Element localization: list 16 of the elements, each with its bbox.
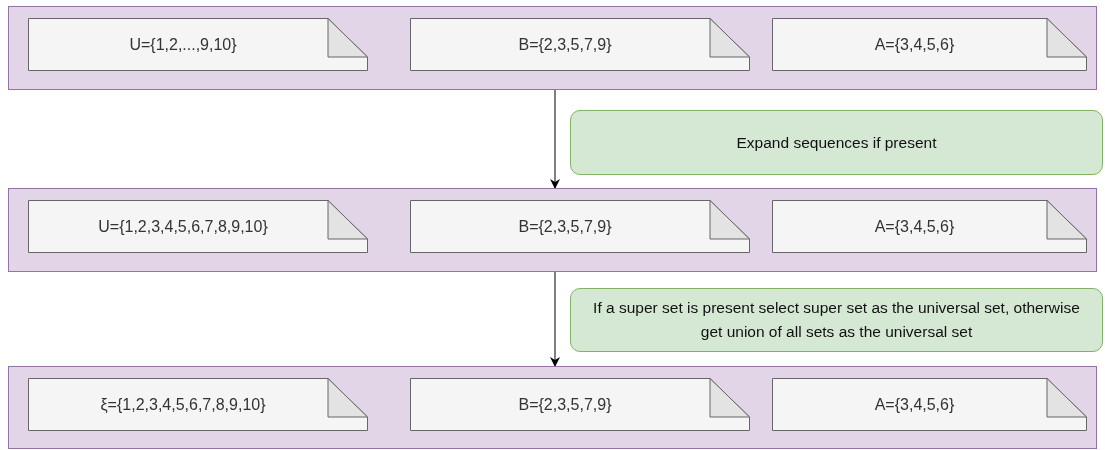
document-note: B={2,3,5,7,9} [410, 378, 750, 431]
note-box: If a super set is present select super set as the universal set, otherwise get union of all sets as the universal set [570, 288, 1103, 352]
arrow [550, 89, 560, 189]
note-box: Expand sequences if present [570, 110, 1103, 175]
document-note: B={2,3,5,7,9} [410, 18, 750, 71]
group-band [8, 6, 1097, 90]
document-note: A={3,4,5,6} [772, 378, 1087, 431]
group-band [8, 366, 1097, 449]
document-note: U={1,2,...,9,10} [28, 18, 368, 71]
document-note: A={3,4,5,6} [772, 200, 1087, 253]
document-note: B={2,3,5,7,9} [410, 200, 750, 253]
arrow [550, 271, 560, 367]
document-note: A={3,4,5,6} [772, 18, 1087, 71]
document-note: U={1,2,3,4,5,6,7,8,9,10} [28, 200, 368, 253]
document-note: ξ={1,2,3,4,5,6,7,8,9,10} [28, 378, 368, 431]
group-band [8, 188, 1097, 272]
